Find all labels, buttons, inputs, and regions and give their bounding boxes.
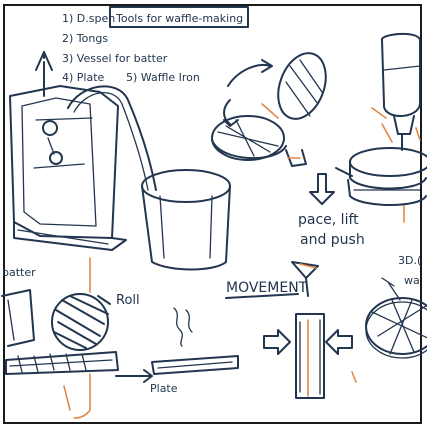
down-arrow-icon: [310, 174, 334, 204]
batter-roll-sketch: batter Roll Plate: [2, 266, 238, 418]
movement-label-group: MOVEMENT: [226, 262, 318, 298]
three-d-label-1: 3D.(: [398, 254, 421, 267]
open-waffle-iron-sketch: [212, 47, 334, 166]
press-sketch: [264, 314, 356, 398]
tool-list-item-5: 5) Waffle Iron: [126, 71, 200, 84]
right-arrow-icon-2: [116, 370, 152, 382]
title-text: Tools for waffle-making: [115, 12, 243, 25]
tool-list-item-2: 2) Tongs: [62, 32, 108, 45]
tool-list-item-4: 4) Plate: [62, 71, 105, 84]
batter-label: batter: [2, 266, 36, 279]
title-box: Tools for waffle-making: [110, 7, 248, 27]
left-arrow-icon: [326, 330, 352, 354]
bottle-dispenser-sketch: [372, 34, 420, 150]
tool-list-item-1: 1) D.spen: [62, 12, 115, 25]
three-d-label-2: wa: [404, 274, 420, 287]
plate-label: Plate: [150, 382, 178, 395]
right-arrow-icon: [264, 330, 290, 354]
dispenser-machine-sketch: [10, 52, 156, 292]
roll-label: Roll: [116, 293, 140, 308]
press-lift-label-line-1: pace, lift: [298, 212, 359, 228]
waffle-3d-sketch: 3D.( wa: [366, 254, 427, 358]
tool-list-item-3: 3) Vessel for batter: [62, 52, 168, 65]
closed-waffle-iron-sketch: [336, 148, 427, 222]
press-lift-label-line-2: and push: [300, 232, 365, 248]
